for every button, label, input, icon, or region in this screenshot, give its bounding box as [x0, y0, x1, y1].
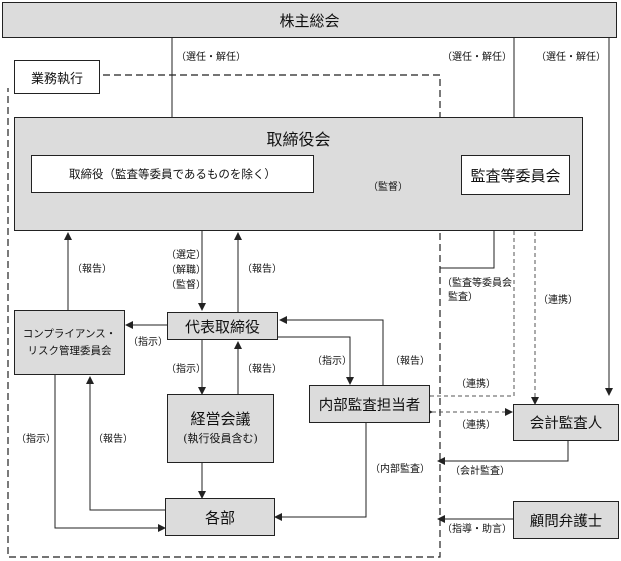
label-report-compliance-board: （報告）	[72, 264, 112, 275]
business-execution-box: 業務執行	[14, 60, 100, 94]
shareholders-meeting-box: 株主総会	[2, 2, 617, 38]
label-internal-audit-action: （内部監査）	[370, 464, 430, 475]
label-instruct-compliance: （指示）	[128, 337, 168, 348]
directors-label: 取締役（監査等委員であるものを除く）	[69, 167, 276, 181]
dashed-internal-audit-audit-committee	[423, 196, 518, 400]
accounting-auditor-box: 会計監査人	[513, 404, 619, 441]
representative-director-label: 代表取締役	[184, 317, 260, 336]
label-report-rep-board: （報告）	[242, 264, 282, 275]
label-report-departments: （報告）	[93, 434, 133, 445]
label-supervision: （監督）	[368, 182, 408, 193]
audit-committee-label: 監査等委員会	[470, 166, 561, 185]
label-appoint-dismiss-board: （選任・解任）	[176, 52, 246, 63]
arrow-rep-to-internal-audit	[278, 336, 354, 385]
compliance-committee-label-1: コンプライアンス・	[22, 327, 117, 340]
departments-label: 各部	[204, 508, 235, 527]
arrow-departments-to-compliance	[86, 376, 165, 511]
management-meeting-label-1: 経営会議	[190, 409, 251, 428]
departments-box: 各部	[165, 498, 275, 536]
label-instruct-departments: （指示）	[16, 434, 56, 445]
business-execution-label: 業務執行	[30, 71, 83, 87]
arrow-compliance-to-departments	[54, 375, 166, 532]
arrow-internal-audit-to-rep	[279, 316, 384, 385]
label-supervise-short: （監督）	[166, 280, 206, 291]
legal-counsel-label: 顧問弁護士	[529, 513, 603, 530]
label-dismiss: （解職）	[166, 265, 206, 276]
legal-counsel-box: 顧問弁護士	[513, 501, 619, 539]
label-audit-committee-audit-2: 監査）	[448, 292, 478, 303]
label-cooperation-accounting: （連携）	[538, 295, 578, 306]
label-appoint-dismiss-audit: （選任・解任）	[442, 52, 512, 63]
accounting-auditor-label: 会計監査人	[529, 416, 603, 432]
label-cooperation-internal-accounting: （連携）	[456, 420, 496, 431]
label-instruct-meeting: （指示）	[166, 364, 206, 375]
compliance-committee-box: コンプライアンス・ リスク管理委員会	[14, 310, 125, 375]
representative-director-box: 代表取締役	[167, 312, 278, 340]
business-execution-region	[7, 74, 441, 558]
arrow-accounting-audit	[437, 441, 569, 465]
directors-box: 取締役（監査等委員であるものを除く）	[31, 155, 314, 193]
label-cooperation-audit-committee: （連携）	[456, 379, 496, 390]
label-guidance-advice: （指導・助言）	[442, 524, 512, 535]
internal-audit-label: 内部監査担当者	[318, 397, 421, 414]
shareholders-meeting-label: 株主総会	[279, 11, 340, 30]
label-audit-committee-audit-1: （監査等委員会	[442, 278, 512, 289]
arrow-internal-audit-to-departments	[274, 423, 367, 521]
board-of-directors-label: 取締役会	[266, 130, 331, 149]
label-accounting-audit: （会計監査）	[450, 466, 510, 477]
internal-audit-box: 内部監査担当者	[309, 385, 430, 423]
management-meeting-box: 経営会議 (執行役員含む)	[167, 394, 274, 463]
audit-committee-box: 監査等委員会	[461, 155, 570, 195]
label-report-internal-audit: （報告）	[390, 356, 430, 367]
label-appoint-dismiss-accounting: （選任・解任）	[536, 52, 606, 63]
management-meeting-label-2: (執行役員含む)	[183, 431, 258, 445]
label-instruct-internal-audit: （指示）	[312, 356, 352, 367]
compliance-committee-label-2: リスク管理委員会	[27, 344, 112, 357]
label-select: （選定）	[166, 250, 206, 261]
label-report-meeting: （報告）	[242, 364, 282, 375]
